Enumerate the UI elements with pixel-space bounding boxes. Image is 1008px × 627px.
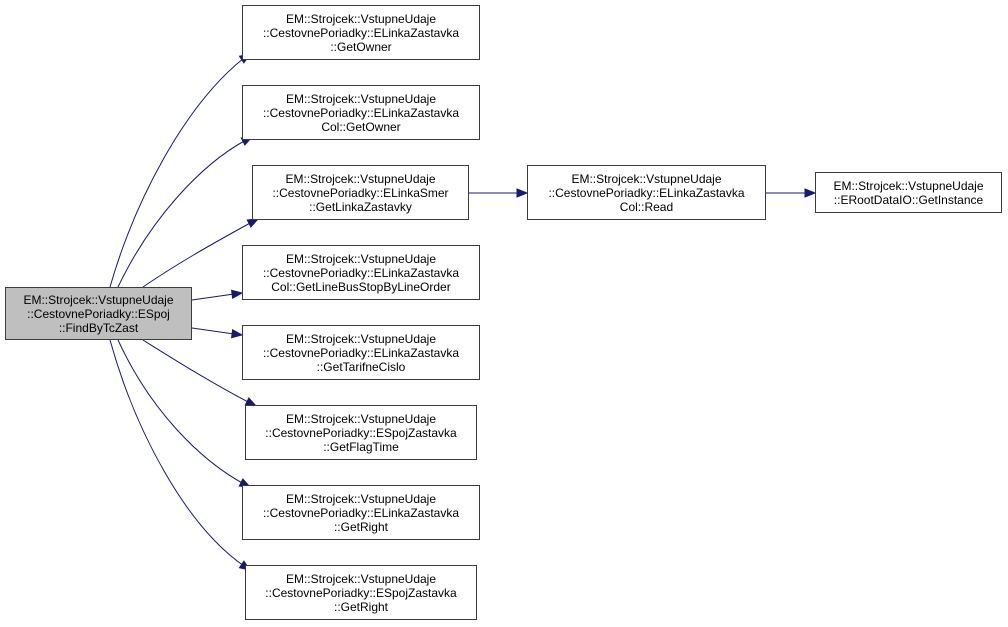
- edge-line: [109, 339, 245, 567]
- node-label-line: Col::GetLineBusStopByLineOrder: [271, 279, 451, 294]
- node-label-line: ::GetLinkaZastavky: [309, 199, 412, 214]
- node-label: EM::Strojcek::VstupneUdaje::CestovnePori…: [548, 172, 744, 214]
- callee-node-n2[interactable]: EM::Strojcek::VstupneUdaje::CestovnePori…: [242, 85, 480, 140]
- node-label-line: ::GetRight: [333, 599, 389, 614]
- node-label-line: EM::Strojcek::VstupneUdaje: [285, 11, 437, 26]
- node-label-line: EM::Strojcek::VstupneUdaje: [833, 178, 984, 193]
- node-label-line: Col::Read: [619, 199, 674, 214]
- node-label-line: ::CestovnePoriadky::ELinkaZastavka: [262, 265, 460, 280]
- node-label-line: ::CestovnePoriadky::ELinkaSmer: [272, 185, 449, 200]
- edge-root-n3: [142, 218, 260, 288]
- edge-root-n7: [117, 339, 252, 488]
- edge-root-n8: [109, 339, 252, 571]
- edge-root-n6: [142, 339, 258, 407]
- callee-node-n9[interactable]: EM::Strojcek::VstupneUdaje::CestovnePori…: [527, 165, 766, 220]
- node-label: EM::Strojcek::VstupneUdaje::CestovnePori…: [23, 293, 173, 335]
- edge-line: [109, 57, 245, 288]
- node-label-line: ::CestovnePoriadky::ELinkaZastavka: [262, 105, 460, 120]
- callee-node-n1[interactable]: EM::Strojcek::VstupneUdaje::CestovnePori…: [242, 5, 480, 60]
- edge-n9-n10: [766, 188, 817, 198]
- arrowhead-icon: [230, 328, 244, 339]
- callee-node-n3[interactable]: EM::Strojcek::VstupneUdaje::CestovnePori…: [252, 165, 469, 220]
- callee-node-n7[interactable]: EM::Strojcek::VstupneUdaje::CestovnePori…: [242, 485, 480, 540]
- arrowhead-icon: [804, 188, 817, 198]
- node-label-line: ::GetRight: [333, 519, 388, 534]
- edge-n3-n9: [469, 188, 529, 198]
- node-label-line: EM::Strojcek::VstupneUdaje: [285, 251, 437, 266]
- node-label-line: EM::Strojcek::VstupneUdaje: [571, 171, 722, 186]
- node-label: EM::Strojcek::VstupneUdaje::CestovnePori…: [263, 332, 459, 374]
- node-label-line: EM::Strojcek::VstupneUdaje: [285, 411, 437, 426]
- node-label: EM::Strojcek::VstupneUdaje::CestovnePori…: [272, 172, 448, 214]
- node-label-line: ::CestovnePoriadky::ELinkaZastavka: [548, 185, 745, 200]
- node-label: EM::Strojcek::VstupneUdaje::CestovnePori…: [263, 92, 459, 134]
- node-label-line: ::CestovnePoriadky::ELinkaZastavka: [262, 505, 460, 520]
- arrowhead-icon: [246, 218, 260, 228]
- node-label-line: EM::Strojcek::VstupneUdaje: [285, 331, 437, 346]
- root-function-node: EM::Strojcek::VstupneUdaje::CestovnePori…: [5, 287, 192, 340]
- node-label-line: EM::Strojcek::VstupneUdaje: [285, 491, 437, 506]
- edge-line: [142, 339, 251, 404]
- arrowhead-icon: [230, 289, 244, 300]
- edge-line: [191, 327, 235, 335]
- node-label-line: ::GetTarifneCislo: [316, 359, 406, 374]
- node-label-line: EM::Strojcek::VstupneUdaje: [285, 91, 437, 106]
- node-label-line: EM::Strojcek::VstupneUdaje: [285, 171, 436, 186]
- node-label: EM::Strojcek::VstupneUdaje::CestovnePori…: [265, 412, 456, 454]
- node-label: EM::Strojcek::VstupneUdaje::ERootDataIO:…: [833, 179, 983, 207]
- edge-root-n2: [117, 136, 254, 288]
- callee-node-n8[interactable]: EM::Strojcek::VstupneUdaje::CestovnePori…: [245, 565, 477, 620]
- node-label-line: ::CestovnePoriadky::ESpojZastavka: [265, 425, 457, 440]
- node-label-line: ::CestovnePoriadky::ESpojZastavka: [265, 585, 457, 600]
- node-label-line: ::CestovnePoriadky::ELinkaZastavka: [262, 345, 460, 360]
- callee-node-n4[interactable]: EM::Strojcek::VstupneUdaje::CestovnePori…: [242, 245, 480, 300]
- edge-root-n1: [109, 53, 252, 288]
- node-label-line: ::FindByTcZast: [58, 320, 139, 335]
- callee-node-n5[interactable]: EM::Strojcek::VstupneUdaje::CestovnePori…: [242, 325, 480, 380]
- edge-line: [117, 339, 245, 485]
- node-label-line: ::ERootDataIO::GetInstance: [833, 192, 984, 207]
- callee-node-n10[interactable]: EM::Strojcek::VstupneUdaje::ERootDataIO:…: [815, 172, 1002, 213]
- node-label-line: ::CestovnePoriadky::ESpoj: [27, 306, 170, 321]
- edge-line: [191, 293, 235, 301]
- edge-line: [117, 139, 247, 288]
- edge-root-n5: [191, 327, 244, 339]
- edge-root-n4: [191, 289, 244, 301]
- node-label: EM::Strojcek::VstupneUdaje::CestovnePori…: [265, 572, 456, 614]
- node-label-line: ::GetOwner: [330, 39, 392, 54]
- node-label: EM::Strojcek::VstupneUdaje::CestovnePori…: [263, 12, 459, 54]
- node-label-line: ::CestovnePoriadky::ELinkaZastavka: [262, 25, 460, 40]
- node-label-line: EM::Strojcek::VstupneUdaje: [23, 292, 174, 307]
- arrowhead-icon: [516, 188, 529, 198]
- node-label: EM::Strojcek::VstupneUdaje::CestovnePori…: [263, 252, 459, 294]
- callee-node-n6[interactable]: EM::Strojcek::VstupneUdaje::CestovnePori…: [245, 405, 477, 460]
- node-label-line: ::GetFlagTime: [323, 439, 399, 454]
- edge-line: [142, 221, 253, 288]
- node-label-line: Col::GetOwner: [321, 119, 401, 134]
- node-label: EM::Strojcek::VstupneUdaje::CestovnePori…: [263, 492, 459, 534]
- node-label-line: EM::Strojcek::VstupneUdaje: [285, 571, 437, 586]
